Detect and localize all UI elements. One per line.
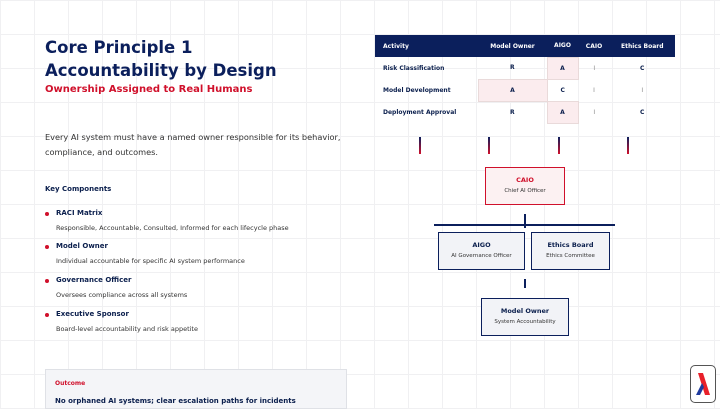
col-header: CAIO <box>578 35 610 57</box>
col-header: Activity <box>375 35 478 57</box>
cell: Deployment Approval <box>383 108 457 116</box>
component-title: Model Owner <box>45 242 245 250</box>
connector-bar <box>558 137 560 154</box>
subtitle: Ownership Assigned to Real Humans <box>45 84 253 95</box>
node-name: Model Owner <box>500 307 550 315</box>
cell: I <box>593 108 596 116</box>
title-line-1: Core Principle 1 <box>45 38 193 57</box>
key-components-heading: Key Components <box>45 185 112 193</box>
node-name: Ethics Board <box>547 241 594 249</box>
node-role: Ethics Committee <box>546 253 595 259</box>
table-header: Activity Model Owner AIGO CAIO Ethics Bo… <box>375 35 675 57</box>
connector-bar <box>627 137 629 154</box>
cell: A <box>477 78 548 102</box>
component-title: RACI Matrix <box>45 209 289 217</box>
table-row: Model Development A C I I <box>375 78 675 102</box>
intro-text: Every AI system must have a named owner … <box>45 132 341 157</box>
component-desc: Responsible, Accountable, Consulted, Inf… <box>56 224 289 232</box>
cell: C <box>640 108 645 116</box>
raci-table: Activity Model Owner AIGO CAIO Ethics Bo… <box>375 35 675 124</box>
cell: C <box>640 64 645 72</box>
node-role: Chief AI Officer <box>504 188 546 194</box>
cell: C <box>560 86 565 94</box>
outcome-card: Outcome No orphaned AI systems; clear es… <box>45 369 347 409</box>
col-header: Ethics Board <box>610 35 675 57</box>
cell: Risk Classification <box>383 64 445 72</box>
logo-icon <box>690 365 716 403</box>
cell: I <box>593 64 596 72</box>
component-title: Governance Officer <box>45 276 187 284</box>
node-role: System Accountability <box>494 319 556 325</box>
component-title: Executive Sponsor <box>45 310 198 318</box>
col-header: AIGO <box>547 35 578 57</box>
cell: I <box>593 86 595 94</box>
col-header: Model Owner <box>478 35 547 57</box>
connector-bar <box>419 137 421 154</box>
node-role: AI Governance Officer <box>451 253 512 259</box>
table-row: Deployment Approval R A I C <box>375 100 675 124</box>
outcome-label: Outcome <box>55 380 86 387</box>
node-name: CAIO <box>516 176 534 184</box>
org-connector <box>434 224 615 226</box>
component-desc: Board-level accountability and risk appe… <box>56 325 198 333</box>
cell: A <box>546 56 579 80</box>
table-row: Risk Classification R A I C <box>375 56 675 80</box>
cell: R <box>509 64 515 72</box>
title-line-2: Accountability by Design <box>45 61 277 80</box>
connector-bar <box>488 137 490 154</box>
org-node-caio: CAIO Chief AI Officer <box>485 167 565 205</box>
component-desc: Oversees compliance across all systems <box>56 291 188 299</box>
cell: A <box>546 100 579 124</box>
outcome-text: No orphaned AI systems; clear escalation… <box>55 397 296 405</box>
cell: I <box>641 86 644 94</box>
page-title: Core Principle 1 Accountability by Design <box>45 36 277 82</box>
cell: R <box>509 108 515 116</box>
org-connector <box>524 214 526 228</box>
org-connector <box>524 279 526 288</box>
org-node-aigo: AIGO AI Governance Officer <box>438 232 525 270</box>
component-desc: Individual accountable for specific AI s… <box>56 257 245 265</box>
cell: Model Development <box>383 86 451 94</box>
node-name: AIGO <box>472 241 491 249</box>
